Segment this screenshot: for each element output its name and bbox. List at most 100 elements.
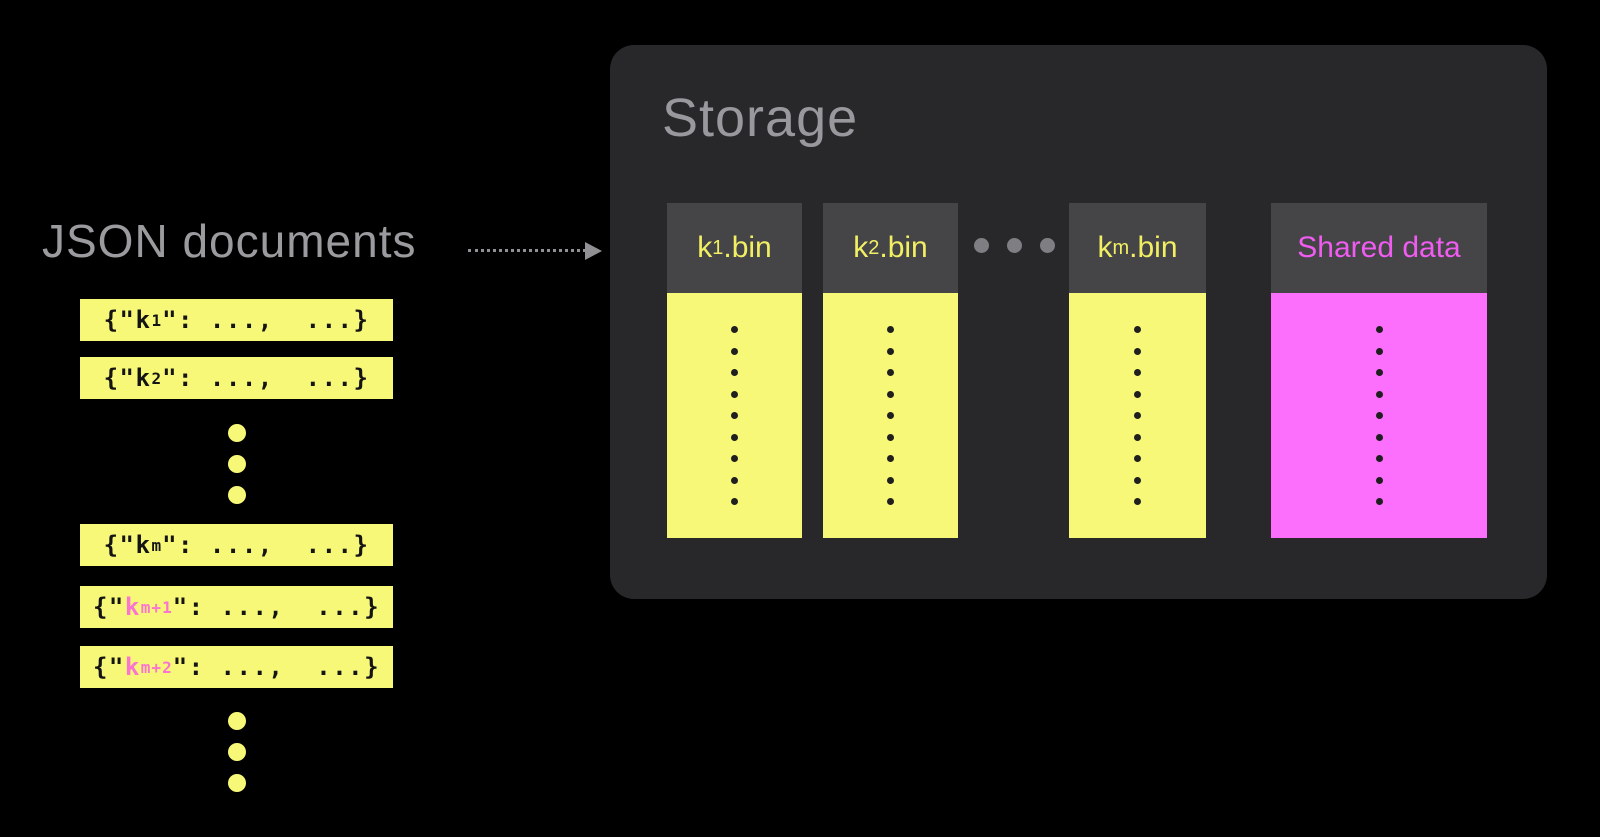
document-key: k [124, 593, 141, 621]
ellipsis-dot [228, 424, 246, 442]
record-dot [1134, 433, 1141, 441]
document-text: ": ..., ...} [162, 531, 370, 559]
ellipsis-dot [228, 455, 246, 473]
bin-label: .bin [879, 231, 928, 264]
document-text: ": ..., ...} [162, 306, 370, 334]
document-key-subscript: m+2 [140, 657, 173, 677]
dotted-arrow-line-icon [468, 249, 586, 252]
record-dot [731, 326, 738, 333]
document-text: {" [92, 653, 125, 681]
record-dot [887, 476, 894, 484]
record-dot [1375, 326, 1383, 333]
bin-key: k [697, 231, 713, 264]
record-dot [1375, 390, 1383, 398]
record-dot [1134, 455, 1141, 462]
record-dot [887, 433, 894, 441]
record-dot [887, 390, 894, 398]
bin-label: Shared data [1297, 231, 1461, 264]
document-key: k [135, 364, 152, 392]
record-dot [887, 326, 894, 333]
document-text: {" [103, 531, 136, 559]
document-key: k [135, 306, 152, 334]
record-dot [1134, 412, 1141, 419]
bin-key-subscript: m [1112, 236, 1130, 259]
document-key: k [124, 653, 141, 681]
record-dot [731, 347, 738, 355]
record-dot [731, 476, 738, 484]
record-dot [731, 412, 738, 419]
json-documents-label: JSON documents [42, 215, 417, 267]
document-key: k [135, 531, 152, 559]
record-dot [1375, 412, 1383, 419]
record-dot [1375, 455, 1383, 462]
record-dot [731, 433, 738, 441]
bin-label: .bin [1129, 231, 1178, 264]
document-key-subscript: m+1 [140, 597, 173, 617]
record-dot [1375, 369, 1383, 376]
storage-bin: Shared data [1271, 203, 1487, 538]
document-key-subscript: 2 [151, 368, 163, 388]
bin-body [1069, 293, 1206, 538]
storage-title: Storage [662, 88, 859, 148]
arrow-head-icon [585, 242, 602, 260]
record-dot [731, 498, 738, 505]
separator-dot [1007, 238, 1022, 253]
ellipsis-dot [228, 774, 246, 792]
document-key-subscript: m [151, 535, 163, 555]
record-dot [1134, 476, 1141, 484]
record-dot [1134, 326, 1141, 333]
document-text: {" [92, 593, 125, 621]
document-text: {" [103, 364, 136, 392]
record-dot [887, 498, 894, 505]
record-dot [887, 369, 894, 376]
record-dot [1375, 433, 1383, 441]
horizontal-ellipsis-icon [974, 238, 1055, 253]
bin-body [667, 293, 802, 538]
record-dot [887, 412, 894, 419]
record-dot [1375, 498, 1383, 505]
document-text: ": ..., ...} [172, 593, 381, 621]
record-dot [731, 390, 738, 398]
bin-label: .bin [723, 231, 772, 264]
bin-header: Shared data [1271, 203, 1487, 293]
record-dot [1134, 390, 1141, 398]
record-dot [1134, 369, 1141, 376]
ellipsis-dot [228, 486, 246, 504]
bin-body [823, 293, 958, 538]
separator-dot [974, 238, 989, 253]
separator-dot [1040, 238, 1055, 253]
bin-key: k [1097, 231, 1113, 264]
vertical-ellipsis-icon [228, 424, 246, 504]
document-text: ": ..., ...} [162, 364, 370, 392]
bin-body [1271, 293, 1487, 538]
document-key-subscript: 1 [151, 310, 163, 330]
record-dot [731, 369, 738, 376]
record-dot [887, 455, 894, 462]
bin-key-subscript: 2 [868, 236, 880, 259]
document-text: ": ..., ...} [172, 653, 381, 681]
record-dot [887, 347, 894, 355]
ellipsis-dot [228, 712, 246, 730]
record-dot [1375, 476, 1383, 484]
record-dot [1134, 347, 1141, 355]
record-dot [1134, 498, 1141, 505]
bin-key: k [853, 231, 869, 264]
record-dot [731, 455, 738, 462]
record-dot [1375, 347, 1383, 355]
document-text: {" [103, 306, 136, 334]
vertical-ellipsis-icon [228, 712, 246, 792]
ellipsis-dot [228, 743, 246, 761]
